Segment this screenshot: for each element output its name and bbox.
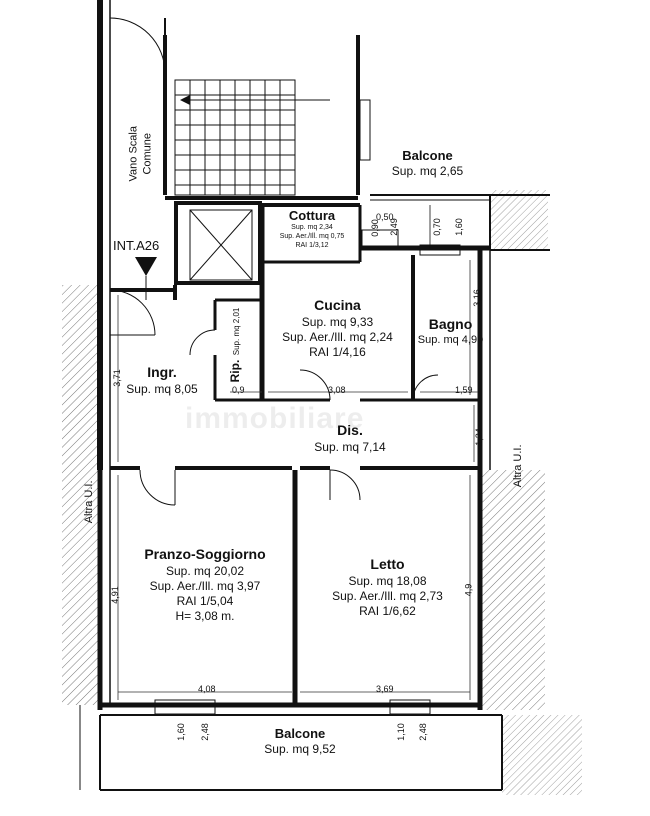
dimension-lines [117,260,478,700]
room-aeration: Sup. Aer./Ill. mq 3,97 [149,578,261,593]
room-cottura: Cottura Sup. mq 2,34 Sup. Aer./Ill. mq 0… [262,208,362,251]
stair-title: Vano Scala [127,126,140,182]
dim-label: 2,48 [417,723,428,741]
dim-label: 0,90 [369,219,380,237]
room-area: Sup. mq 2,65 [391,164,464,179]
room-rip: Rip. Sup. mq 2,01 [225,305,245,385]
room-name: Rip. [228,359,242,383]
room-bagno: Bagno Sup. mq 4,90 [413,316,488,347]
dim-label: 1,24 [473,428,484,446]
doors [109,289,439,506]
dim-label: 1,10 [395,723,406,741]
room-area: Sup. mq 8,05 [126,381,198,396]
room-name: Cucina [314,297,361,313]
balcony-top-outline [361,194,550,256]
dim-label: 2,48 [199,723,210,741]
room-aeration: Sup. Aer./Ill. mq 2,73 [332,588,443,603]
room-area: Sup. mq 20,02 [165,563,245,578]
neighbour-left-hatch [62,285,100,705]
dim-label: 2,49 [388,218,399,236]
room-name: Pranzo-Soggiorno [144,546,266,562]
room-area: Sup. mq 9,33 [301,314,374,329]
room-area: Sup. mq 7,14 [314,439,386,454]
stair-well [97,0,371,470]
room-area: Sup. mq 2,01 [232,307,241,356]
room-area: Sup. mq 2,34 [291,224,333,232]
elevator-shaft [174,201,262,285]
room-name: Letto [370,556,405,572]
dim-label: 1,60 [175,723,186,741]
room-rai: RAI 1/4,16 [309,344,366,359]
stair-arrow-icon [180,95,190,105]
dim-label: 0,9 [232,385,245,395]
dim-label: 0,50 [376,212,394,222]
room-area: Sup. mq 4,90 [417,333,484,346]
room-rai: RAI 1/6,62 [359,603,416,618]
right-edge-hatch [502,715,582,795]
room-height: H= 3,08 m. [175,608,235,623]
dim-label: 4,08 [198,684,216,694]
room-cucina: Cucina Sup. mq 9,33 Sup. Aer./Ill. mq 2,… [262,297,413,360]
dim-label: 1,59 [455,385,473,395]
room-aeration: Sup. Aer./Ill. mq 0,75 [279,233,345,240]
room-area: Sup. mq 9,52 [264,742,336,757]
room-rai: RAI 1/3,12 [295,241,329,249]
entrance-triangle-icon [135,257,157,276]
room-aeration: Sup. Aer./Ill. mq 2,24 [282,329,393,344]
dim-label: 3,69 [376,684,394,694]
dim-label: 4,9 [463,583,474,597]
stair-label: Vano Scala Comune [127,109,155,199]
unit-label: INT.A26 [113,238,160,253]
dim-label: 4,91 [109,586,120,604]
room-name: Ingr. [147,364,177,380]
neighbour-right-top-hatch [490,190,548,250]
stair-subtitle: Comune [141,132,153,175]
room-area: Sup. mq 18,08 [348,573,427,588]
room-name: Bagno [428,316,473,332]
neighbour-left-label: Altra U.I. [83,480,96,524]
neighbour-right-hatch [480,470,545,710]
room-name: Balcone [274,726,326,741]
walls [97,203,550,710]
balcony-bottom-outline [79,699,503,791]
balcony-top: Balcone Sup. mq 2,65 [370,148,485,179]
room-name: Balcone [402,148,453,163]
balcony-bottom: Balcone Sup. mq 9,52 [220,726,380,757]
dim-label: 3,16 [471,289,482,307]
room-letto: Letto Sup. mq 18,08 Sup. Aer./Ill. mq 2,… [300,556,475,619]
dim-label: 0,70 [431,218,442,236]
dim-label: 1,60 [453,218,464,236]
room-name: Dis. [337,422,363,438]
room-name: Cottura [288,208,336,223]
room-rai: RAI 1/5,04 [176,593,234,608]
dim-label: 3,08 [328,385,346,395]
room-dis: Dis. Sup. mq 7,14 [290,422,410,455]
watermark: immobiliare [185,402,365,435]
room-pranzo-soggiorno: Pranzo-Soggiorno Sup. mq 20,02 Sup. Aer.… [115,546,295,624]
neighbour-right-label: Altra U.I. [512,444,525,488]
dim-label: 3,71 [111,369,122,387]
room-ingr: Ingr. Sup. mq 8,05 [112,364,212,397]
